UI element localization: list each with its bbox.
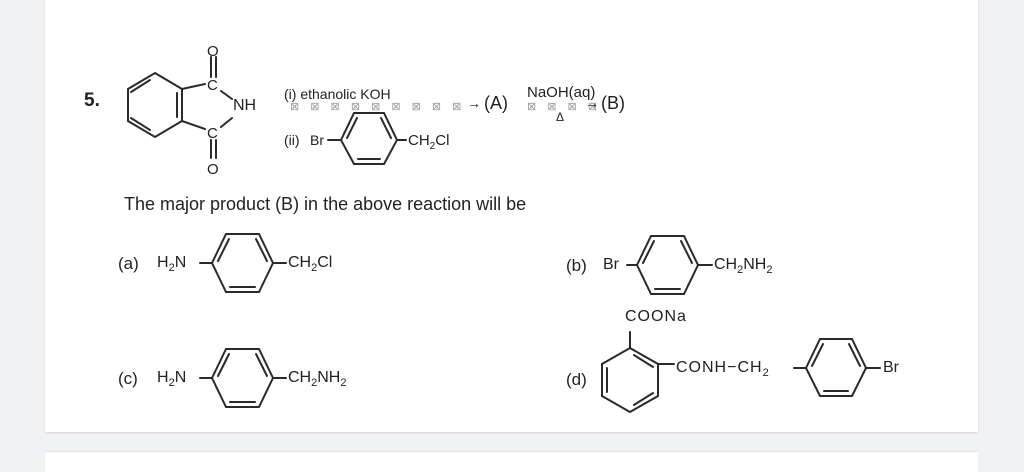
option-d-br: Br (883, 359, 899, 376)
option-d-label[interactable]: (d) (566, 370, 587, 389)
reagent-step1: (i) ethanolic KOH (284, 86, 391, 102)
svg-text:O: O (207, 43, 219, 60)
reaction-arrow-placeholder: ⊠ ⊠ ⊠ ⊠ ⊠ ⊠ ⊠ ⊠ ⊠ (290, 101, 466, 113)
step3-arrow-placeholder: ⊠ ⊠ ⊠ ⊠ (527, 101, 602, 113)
question-stem: The major product (B) in the above react… (124, 194, 527, 214)
phthalimide-structure: C C NH O O (127, 43, 256, 178)
option-a-label[interactable]: (a) (118, 254, 139, 273)
option-b-ring (626, 235, 713, 295)
product-b-label: (B) (601, 93, 625, 113)
step3-condition: Δ (556, 110, 565, 124)
question-number: 5. (84, 90, 100, 111)
option-b-label[interactable]: (b) (566, 256, 587, 275)
step3-arrow-head: → (585, 95, 599, 111)
reagent-step2-prefix: (ii) (284, 132, 300, 148)
reagent-bromobenzyl-chloride (327, 112, 407, 165)
svg-text:O: O (207, 161, 219, 178)
option-d-coona: COONa (625, 308, 687, 325)
reagent-step2-ch2cl: CH2Cl (408, 132, 450, 152)
option-c-label[interactable]: (c) (118, 369, 138, 388)
option-b-left: Br (603, 256, 619, 273)
svg-text:NH: NH (233, 97, 256, 114)
svg-text:C: C (207, 125, 218, 142)
reagent-step2-br: Br (310, 132, 324, 148)
option-b-right: CH2NH2 (714, 256, 773, 277)
option-a-left: H2N (157, 254, 187, 275)
option-d-structure (601, 331, 881, 414)
product-a-label: (A) (484, 93, 508, 113)
option-d-amide: CONH−CH2 (676, 359, 770, 380)
chemical-structures: C C NH O O (127, 43, 881, 414)
step3-reagent: NaOH(aq) (527, 84, 596, 101)
option-c-left: H2N (157, 369, 187, 390)
reaction-arrow-head: → (467, 95, 481, 111)
option-a-right: CH2Cl (288, 254, 333, 275)
question-card (45, 0, 978, 432)
option-c-right: CH2NH2 (288, 369, 347, 390)
option-c-ring (199, 348, 287, 408)
option-a-ring (199, 233, 287, 293)
svg-text:C: C (207, 77, 218, 94)
